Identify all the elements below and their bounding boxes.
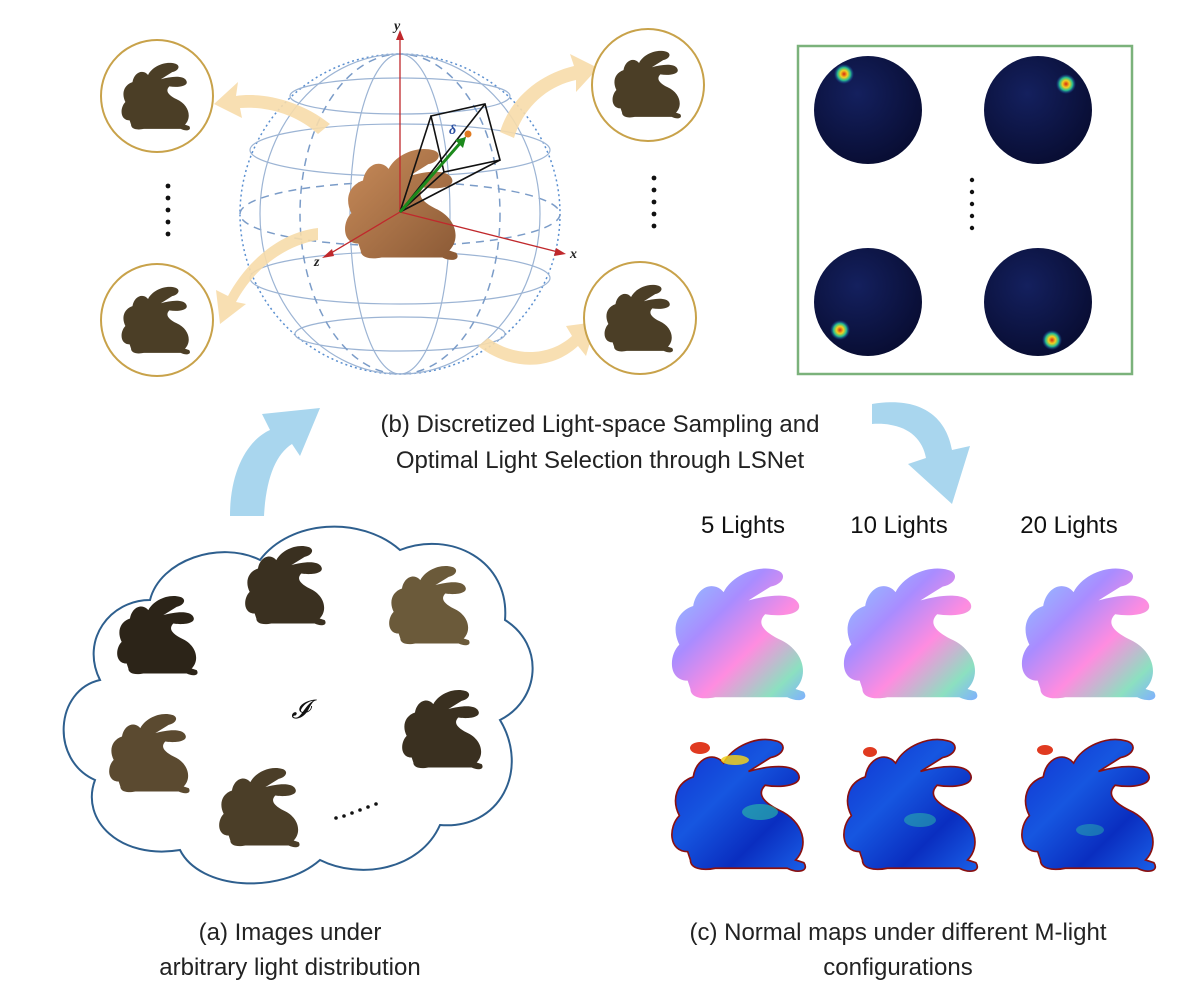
cloud-ellipsis-dots [334, 802, 378, 820]
normal-maps-panel: 5 Lights 10 Lights 20 Lights [671, 512, 1157, 872]
error-map-20-lights [1021, 738, 1157, 872]
heatmap-sphere [814, 248, 922, 356]
light-image-circle-bottom-right [583, 261, 697, 375]
caption-c-line2: configurations [823, 954, 972, 981]
flow-arrow-to-sampling [230, 408, 320, 516]
light-config-label-10: 10 Lights [850, 512, 947, 539]
light-space-sampling-panel: y x z δ [100, 19, 705, 377]
delta-angle-label: δ [449, 123, 456, 138]
normal-map-20-lights [1021, 568, 1156, 701]
image-cloud-panel: 𝓘 [62, 525, 534, 885]
light-config-label-20: 20 Lights [1020, 512, 1117, 539]
heatmap-ellipsis-dots [969, 177, 975, 231]
light-image-circle-top-left [100, 39, 214, 153]
left-ellipsis-dots [165, 183, 171, 237]
coordinate-axes [322, 30, 566, 258]
caption-c-line1: (c) Normal maps under different M-light [689, 919, 1106, 946]
heatmap-sphere [984, 248, 1092, 356]
sampled-light-point [464, 130, 472, 138]
error-map-10-lights [843, 738, 979, 872]
x-axis-label: x [569, 247, 577, 262]
optimal-light-arrowhead [455, 137, 466, 148]
flow-arrow-to-normal-maps [872, 402, 970, 504]
y-axis-label: y [392, 19, 401, 34]
right-ellipsis-dots [651, 175, 657, 229]
light-heatmap-panel [796, 44, 1134, 376]
normal-map-5-lights [671, 568, 806, 701]
caption-a-line1: (a) Images under [199, 919, 382, 946]
light-image-circle-top-right [591, 28, 705, 142]
heatmap-sphere [814, 56, 922, 164]
light-image-circle-bottom-left [100, 263, 214, 377]
caption-a-line2: arbitrary light distribution [159, 954, 420, 981]
caption-b-line2: Optimal Light Selection through LSNet [396, 447, 805, 474]
caption-b-line1: (b) Discretized Light-space Sampling and [381, 411, 820, 438]
error-map-5-lights [671, 738, 807, 872]
light-config-label-5: 5 Lights [701, 512, 785, 539]
light-arrows [214, 54, 598, 365]
normal-map-10-lights [843, 568, 978, 701]
optimal-light-arrow [398, 140, 464, 213]
heatmap-sphere [984, 56, 1092, 164]
z-axis-label: z [313, 255, 320, 270]
